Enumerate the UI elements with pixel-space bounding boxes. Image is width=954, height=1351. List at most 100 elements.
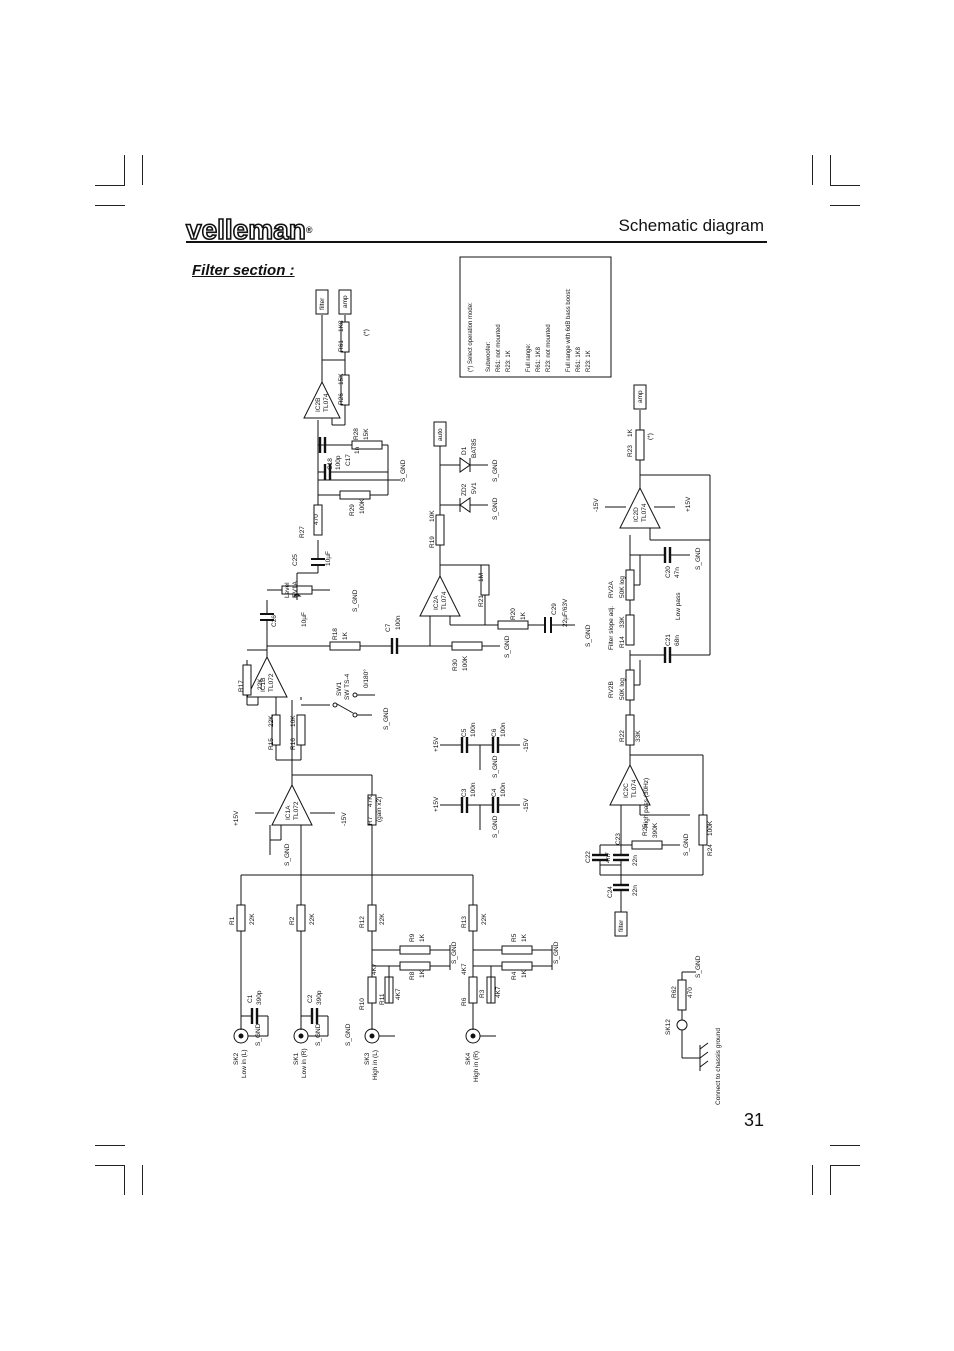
pot-label: Level [284, 582, 291, 598]
capacitor-label: C2 [307, 994, 314, 1003]
resistor-value: 1K [521, 969, 528, 978]
capacitor-label: C1 [247, 994, 254, 1003]
capacitor-label: C3 [461, 788, 468, 797]
capacitor-label: C5 [461, 728, 468, 737]
net-label: S_GND [585, 624, 592, 647]
resistor-r14 [625, 614, 635, 646]
resistor-label: R30 [452, 659, 459, 671]
resistor-r2 [296, 904, 306, 932]
net-label: S_GND [553, 941, 560, 964]
connector-label: Low in (R) [301, 1048, 308, 1078]
capacitor-value: 47n [674, 567, 681, 578]
annotation-text: Filter slope adj. [608, 606, 615, 650]
resistor-label: R26 [338, 393, 345, 405]
pot-value: 50K log [619, 576, 626, 598]
pot-ref: RV2B [608, 681, 615, 698]
net-label: S_GND [683, 833, 690, 856]
resistor-label: R29 [349, 504, 356, 516]
connector-label: SK4 [465, 1052, 472, 1065]
resistor-value: 10K [290, 715, 297, 727]
capacitor-label: C6 [491, 728, 498, 737]
resistor-label: R2 [289, 916, 296, 925]
capacitor-value: 22n [632, 855, 639, 866]
brand-logo: velleman® [185, 214, 313, 245]
capacitor-value: 100n [470, 782, 477, 797]
opamp-label: IC2A [433, 595, 440, 610]
connector-sk2-icon [233, 1028, 249, 1044]
resistor-label: R7 [367, 816, 374, 825]
resistor-value: 4K7 [371, 963, 378, 975]
capacitor-value: 100n [395, 615, 402, 630]
net-label: S_GND [383, 707, 390, 730]
capacitor-label: C21 [665, 634, 672, 646]
pot-rv2a [625, 569, 635, 601]
crop-mark [830, 185, 860, 186]
resistor-value: 22K [481, 913, 488, 925]
net-label: +15V [433, 736, 440, 752]
flag-text: amp [637, 390, 644, 403]
resistor-value: 22K [309, 913, 316, 925]
resistor-label: R27 [299, 526, 306, 538]
resistor-value: 1K [627, 428, 634, 437]
resistor-value: 15K [363, 428, 370, 440]
resistor-label: R61 [338, 340, 345, 352]
resistor-label: R62 [671, 986, 678, 998]
net-label: S_GND [345, 1023, 352, 1046]
diode-label: ZD2 [461, 483, 468, 496]
resistor-r9 [399, 945, 431, 955]
net-label: S_GND [492, 459, 499, 482]
resistor-r1 [236, 904, 246, 932]
diode-d1-icon [459, 457, 471, 473]
net-label: +15V [433, 796, 440, 812]
opamp-ic1a [271, 783, 313, 826]
page-number: 31 [743, 1110, 764, 1130]
connector-label: Connect to chassis ground [715, 1028, 722, 1105]
flag-amp-top [338, 289, 352, 315]
capacitor-label: C17 [345, 454, 352, 466]
resistor-label: R21 [478, 595, 485, 607]
capacitor-label: C18 [327, 458, 334, 470]
resistor-r12 [367, 904, 377, 932]
resistor-label: R24 [707, 844, 714, 856]
capacitor-value: 390p [256, 990, 263, 1005]
connector-label: Low in (L) [241, 1049, 248, 1078]
net-label: S_GND [315, 1023, 322, 1046]
annotation-text: High pass (30Hz) [643, 778, 650, 828]
net-label: S_GND [492, 755, 499, 778]
crop-mark [812, 155, 813, 185]
resistor-value: 390K [652, 822, 659, 838]
opamp-ic1b [246, 655, 288, 698]
crop-mark [95, 205, 125, 206]
resistor-value: 1K [419, 933, 426, 942]
resistor-r18 [329, 641, 361, 651]
resistor-label: R13 [461, 916, 468, 928]
resistor-r19 [435, 514, 445, 546]
opamp-part: TL074 [641, 503, 648, 522]
resistor-label: R20 [510, 608, 517, 620]
resistor-value: 470 [313, 514, 320, 525]
resistor-r6 [468, 976, 478, 1004]
capacitor-label: C23 [615, 833, 622, 845]
net-label: S_GND [255, 1023, 262, 1046]
note-line: R61: 1K8 [536, 346, 542, 372]
crop-mark [95, 1165, 125, 1166]
capacitor-label: C20 [665, 566, 672, 578]
crop-mark [830, 1165, 860, 1166]
resistor-value: 100K [707, 820, 714, 836]
optional-mark: (*) [647, 433, 654, 440]
resistor-r10 [367, 976, 377, 1004]
flag-amp-right [633, 384, 647, 410]
connector-label: SK1 [293, 1052, 300, 1065]
resistor-value: 1K [419, 969, 426, 978]
opamp-label: IC1A [285, 805, 292, 820]
net-label: S_GND [451, 941, 458, 964]
capacitor-label: C4 [491, 788, 498, 797]
diode-value: BAT85 [471, 438, 478, 458]
crop-mark [142, 155, 143, 185]
resistor-r23 [635, 429, 645, 461]
resistor-value: 10K [429, 510, 436, 522]
capacitor-value: 1n [354, 446, 361, 454]
zener-zd2-icon [459, 497, 471, 513]
capacitor-label: C22 [585, 851, 592, 863]
net-label: -15V [523, 798, 530, 812]
